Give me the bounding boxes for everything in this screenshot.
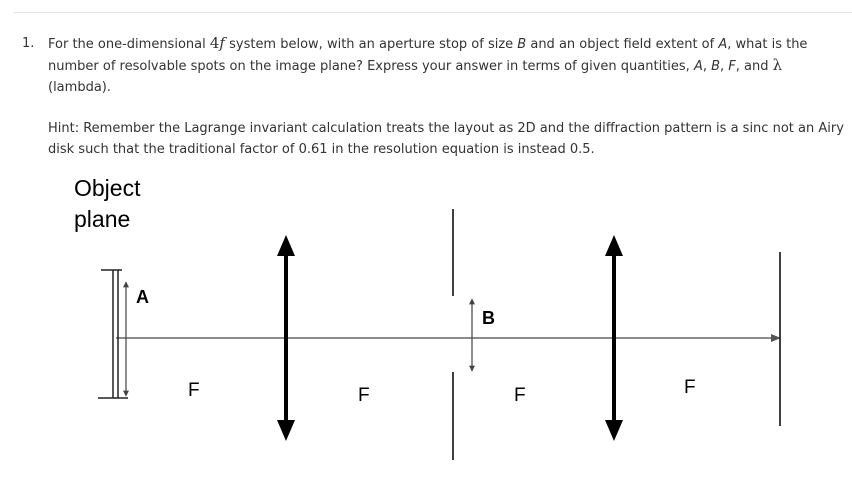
variable-a: A [693, 59, 703, 74]
focal-length-label: F [514, 385, 526, 406]
question-text: For the one-dimensional 4f system below,… [48, 33, 847, 98]
separator: , [720, 59, 729, 74]
separator: , and [735, 59, 773, 74]
variable-f: F [728, 59, 736, 74]
object-plane-label-line2: plane [74, 206, 130, 232]
top-divider [14, 12, 852, 13]
object-plane-label-line1: Object [74, 175, 141, 201]
label-b: B [482, 308, 495, 328]
math-variable: f [219, 34, 225, 52]
question-block: 1. For the one-dimensional 4f system bel… [22, 33, 847, 160]
object-plane [98, 269, 128, 399]
lambda-symbol: λ [772, 56, 783, 74]
math-4f: 4f [210, 34, 225, 52]
question-text-part: system below, with an aperture stop of s… [224, 37, 518, 52]
question-text-part: , what is the number of resolvable spots… [48, 37, 808, 74]
variable-b: B [711, 59, 721, 74]
hint-text: Hint: Remember the Lagrange invariant ca… [48, 121, 844, 157]
separator: , [702, 59, 712, 74]
question-text-part: For the one-dimensional [48, 37, 210, 52]
lens-2 [605, 235, 623, 441]
math-number: 4 [209, 34, 220, 52]
question-number: 1. [22, 36, 35, 51]
question-text-part: and an object field extent of [526, 37, 719, 52]
focal-length-label: F [358, 385, 370, 406]
optical-axis-arrowhead [771, 334, 781, 342]
lens-1 [277, 235, 295, 441]
variable-b: B [517, 37, 527, 52]
variable-a: A [718, 37, 728, 52]
question-text-part: (lambda). [48, 80, 111, 95]
question-body: For the one-dimensional 4f system below,… [48, 33, 847, 160]
focal-length-label: F [684, 377, 696, 398]
label-a: A [136, 287, 149, 307]
focal-length-label: F [188, 380, 200, 401]
